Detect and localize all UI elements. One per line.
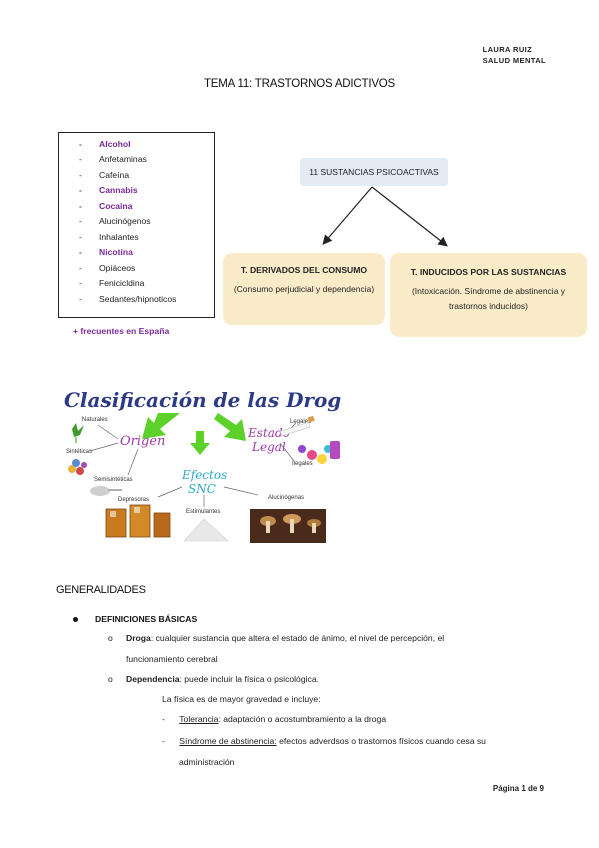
page-number: Página 1 de 9 xyxy=(492,784,544,793)
abstinencia-text-cont: administración xyxy=(179,757,235,767)
legales-label: Legales xyxy=(290,419,311,425)
dash: - xyxy=(79,231,82,242)
drug-name: Anfetaminas xyxy=(99,154,147,165)
drug-name: Cafeína xyxy=(99,169,130,180)
drug-list-item: - Fenicicldina xyxy=(79,276,214,292)
efectos-label: Efectos xyxy=(181,468,227,482)
ilegales-label: Ilegales xyxy=(292,461,313,467)
estimulantes-label: Estimulantes xyxy=(186,509,220,515)
origen-label: Origen xyxy=(120,434,165,449)
page-title: TEMA 11: TRASTORNOS ADICTIVOS xyxy=(203,78,396,90)
drug-name: Opiáceos xyxy=(99,262,136,273)
dash: - xyxy=(79,278,82,289)
legal-label: Legal xyxy=(251,440,286,454)
drug-name: Nicotina xyxy=(99,247,133,258)
info-title: Clasificación de las Drogas xyxy=(64,388,342,412)
drug-name: Alucinógenos xyxy=(99,216,151,227)
abstinencia-text: efectos adverdsos o trastornos físicos c… xyxy=(276,736,486,746)
drug-name: Fenicicldina xyxy=(99,278,145,289)
estado-label: Estado xyxy=(247,426,290,440)
spoon-icon xyxy=(90,486,122,496)
tolerancia-item: - Tolerancia: adaptación o acostumbramie… xyxy=(162,714,386,724)
dependencia-text: : puede incluir la física o psicológica. xyxy=(179,674,320,684)
droga-text-cont: funcionamiento cerebral xyxy=(126,654,218,664)
drug-name: Alcohol xyxy=(99,138,131,149)
definitions-heading: DEFINICIONES BÁSICAS xyxy=(73,614,197,624)
fisica-intro: La física es de mayor gravedad e incluye… xyxy=(162,694,321,704)
snc-label: SNC xyxy=(188,482,216,496)
green-arrows xyxy=(142,413,246,455)
dash: - xyxy=(79,185,82,196)
drug-list-item: - Anfetaminas xyxy=(79,152,214,168)
substances-box: 11 SUSTANCIAS PSICOACTIVAS xyxy=(300,158,448,186)
drug-list-item: - Cannabis xyxy=(79,183,214,199)
dependencia-term: Dependencia xyxy=(126,674,180,684)
dash: - xyxy=(79,216,82,227)
drug-list-box: - Alcohol - Anfetaminas - Cafeína - Cannabis - Co… xyxy=(58,132,215,318)
induced-desc: (Intoxicación. Síndrome de abstinencia y… xyxy=(411,286,566,311)
drug-list-item: - Alucinógenos xyxy=(79,214,214,230)
drug-list-item: - Cocaina xyxy=(79,198,214,214)
drug-list-item: - Alcohol xyxy=(79,136,214,152)
abstinencia-item: - Síndrome de abstinencia: efectos adver… xyxy=(162,736,486,746)
author-name: LAURA RUIZ xyxy=(482,45,533,54)
drug-list-item: - Inhalantes xyxy=(79,229,214,245)
abstinencia-term: Síndrome de abstinencia: xyxy=(179,736,277,746)
cannabis-icon xyxy=(72,423,84,443)
whisky-glasses-icon xyxy=(105,504,171,538)
dash: - xyxy=(79,247,82,258)
alucinogenas-label: Alucinógenas xyxy=(268,495,304,501)
mushroom-icon xyxy=(250,509,326,543)
subject-name: SALUD MENTAL xyxy=(482,56,546,65)
drug-classification-image: Clasificación de las Drogas Origen Estad… xyxy=(58,383,342,545)
dash: - xyxy=(79,262,82,273)
drug-name: Sedantes/hipnoticos xyxy=(99,293,177,304)
dash: - xyxy=(79,138,82,149)
dash: - xyxy=(162,736,165,746)
pills-icon xyxy=(68,459,87,475)
cigarette-icon xyxy=(279,415,315,437)
illegal-pills-icon xyxy=(298,441,340,464)
powder-icon xyxy=(183,518,229,542)
semisinteticas-label: Semisintéticas xyxy=(94,477,133,483)
dash: - xyxy=(79,169,82,180)
author-header: LAURA RUIZ SALUD MENTAL xyxy=(483,44,546,66)
derived-desc: (Consumo perjudicial y dependencia) xyxy=(233,284,375,294)
bullet-o: o xyxy=(108,674,113,684)
depresoras-label: Depresoras xyxy=(118,497,149,503)
naturales-label: Naturales xyxy=(82,417,108,423)
drug-list-item: - Cafeína xyxy=(79,167,214,183)
induced-title: T. INDUCIDOS POR LAS SUSTANCIAS xyxy=(410,267,567,277)
drug-name: Inhalantes xyxy=(99,231,139,242)
section-generalidades: GENERALIDADES xyxy=(56,584,146,596)
definitions-heading-text: DEFINICIONES BÁSICAS xyxy=(95,614,198,624)
droga-term: Droga xyxy=(126,633,151,643)
tolerancia-text: : adaptación o acostumbramiento a la dro… xyxy=(218,714,387,724)
arrow-left xyxy=(322,186,373,245)
frequent-note: + frecuentes en España xyxy=(73,326,170,336)
bullet-o: o xyxy=(108,633,113,643)
derived-title: T. DERIVADOS DEL CONSUMO xyxy=(240,265,368,275)
bullet-dot xyxy=(73,616,78,622)
induced-disorders-box: T. INDUCIDOS POR LAS SUSTANCIAS (Intoxic… xyxy=(390,253,587,337)
drug-list-item: - Nicotina xyxy=(79,245,214,261)
drug-name: Cocaina xyxy=(99,200,133,211)
drug-list-item: - Sedantes/hipnoticos xyxy=(79,291,214,307)
drug-name: Cannabis xyxy=(99,185,138,196)
arrow-right xyxy=(371,186,448,247)
sinteticas-label: Sintéticas xyxy=(66,449,92,455)
drug-list-item: - Opiáceos xyxy=(79,260,214,276)
dash: - xyxy=(162,714,165,724)
dash: - xyxy=(79,293,82,304)
dash: - xyxy=(79,200,82,211)
derived-disorders-box: T. DERIVADOS DEL CONSUMO (Consumo perjud… xyxy=(223,253,385,325)
tolerancia-term: Tolerancia xyxy=(179,714,219,724)
droga-text: : cualquier sustancia que altera el esta… xyxy=(150,633,445,643)
dash: - xyxy=(79,154,82,165)
